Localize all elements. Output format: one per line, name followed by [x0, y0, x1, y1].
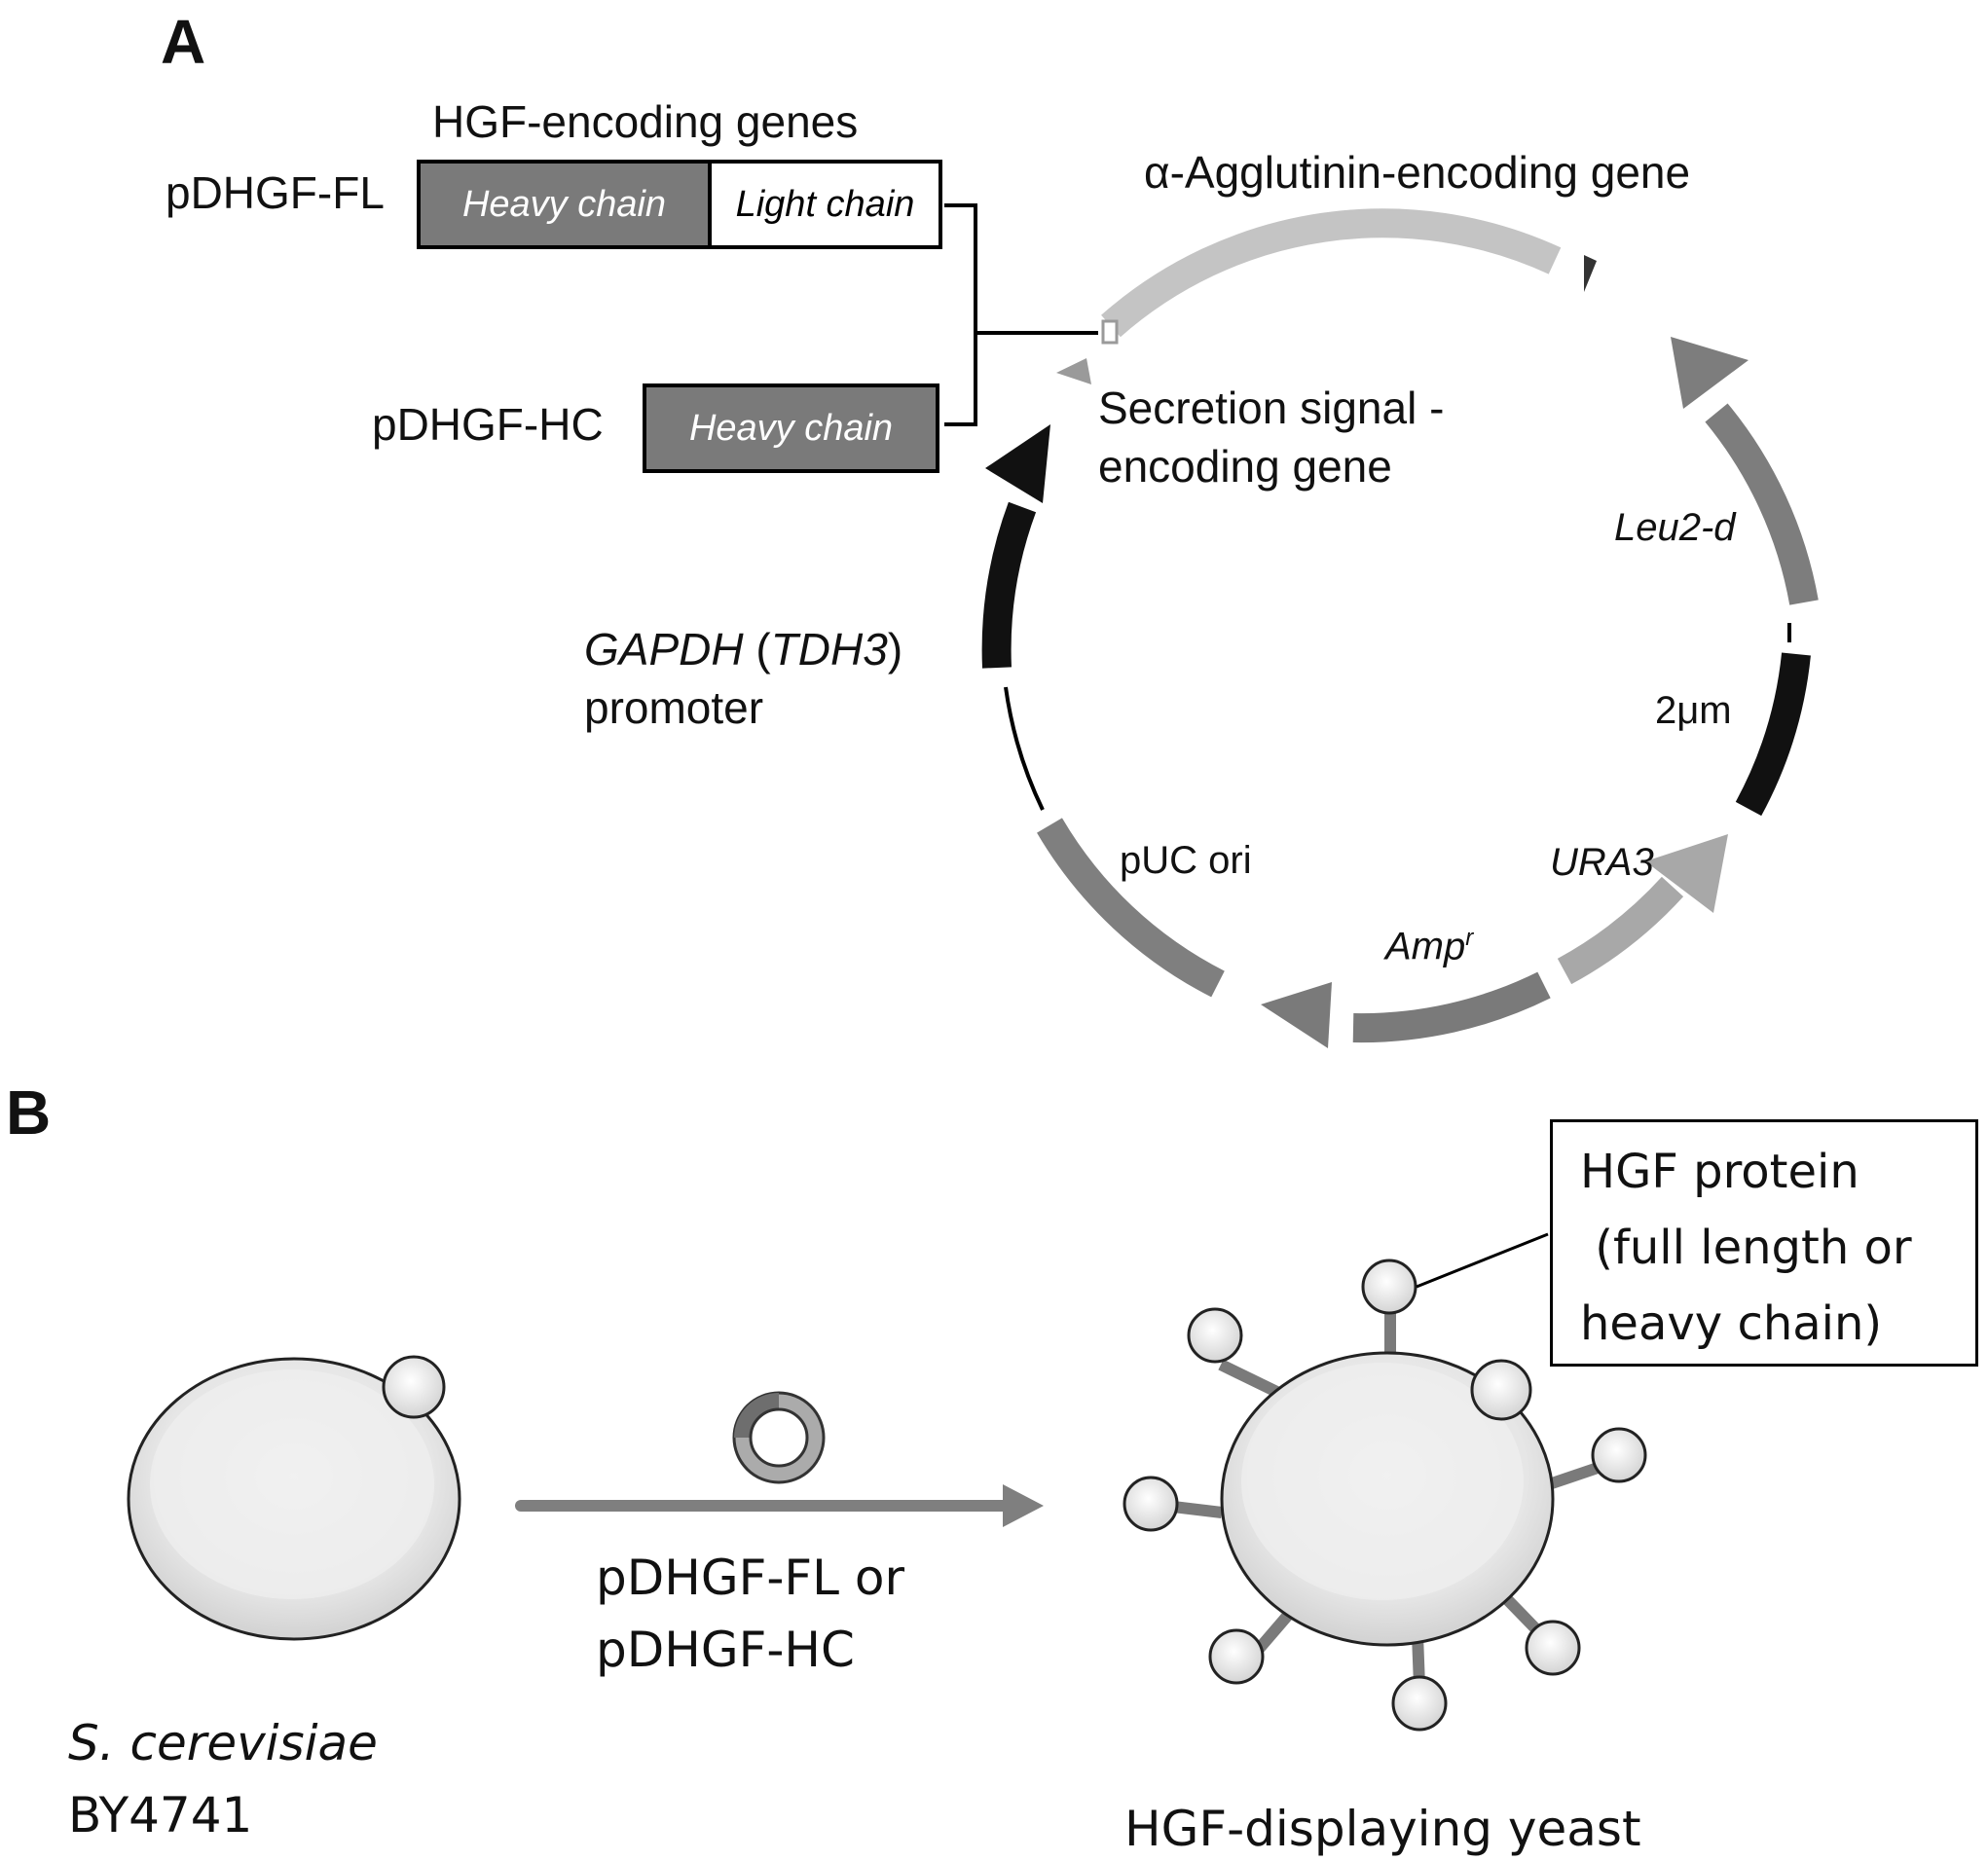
- agglutinin-label: α-Agglutinin-encoding gene: [1144, 147, 1691, 198]
- result-label: HGF-displaying yeast: [1124, 1801, 1641, 1857]
- secretion-label-line2: encoding gene: [1098, 441, 1392, 492]
- ura3-label: URA3: [1550, 841, 1654, 884]
- two-micron-segment: [1735, 652, 1811, 817]
- panel-a-label: A: [161, 7, 206, 77]
- callout-line1: HGF protein: [1580, 1145, 1859, 1199]
- puc-segment: [1037, 818, 1225, 998]
- strain-name: BY4741: [68, 1787, 253, 1843]
- construct-fl-name: pDHGF-FL: [166, 167, 385, 218]
- two-micron-label: 2μm: [1655, 689, 1732, 732]
- panel-b-label: B: [6, 1077, 52, 1148]
- callout-line2: (full length or: [1580, 1221, 1912, 1275]
- amp-label: Ampr: [1385, 925, 1473, 968]
- display-yeast: [1123, 1232, 1647, 1732]
- amp-superscript: r: [1465, 925, 1474, 951]
- agglutinin-end-mark: [1584, 255, 1597, 292]
- leu2d-arrowhead: [1671, 337, 1749, 409]
- transformation-arrow: [515, 1484, 1044, 1527]
- agglutinin-segment: [1101, 208, 1562, 338]
- promoter-name-label: GAPDH (TDH3): [584, 623, 902, 675]
- construct-fl-box: Heavy chain Light chain: [417, 160, 942, 249]
- tdh3-open: (: [743, 624, 771, 675]
- amp-text: Amp: [1385, 925, 1466, 968]
- callout-line3: heavy chain): [1580, 1296, 1883, 1351]
- amp-arrowhead: [1261, 982, 1332, 1048]
- gapdh-text: GAPDH: [584, 624, 744, 675]
- strain-species: S. cerevisiae: [68, 1715, 378, 1771]
- parent-yeast-cell: [127, 1355, 461, 1641]
- construct-hc-box: Heavy chain: [643, 383, 939, 473]
- secretion-label-line1: Secretion signal -: [1098, 383, 1445, 433]
- hgf-protein-callout: HGF protein (full length or heavy chain): [1550, 1119, 1978, 1367]
- plasmid-backbone: [1004, 686, 1045, 811]
- amp-segment: [1352, 971, 1551, 1043]
- tdh3-close: ): [887, 624, 903, 675]
- hc-heavy-chain: Heavy chain: [646, 387, 936, 469]
- plasmid-map: [981, 208, 1819, 1048]
- construct-hc-name: pDHGF-HC: [372, 399, 604, 450]
- promoter-label: promoter: [584, 682, 764, 733]
- gapdh-segment: [981, 501, 1037, 669]
- fl-heavy-chain: Heavy chain: [421, 164, 708, 245]
- ura3-arrowhead: [1645, 834, 1728, 913]
- puc-label: pUC ori: [1120, 839, 1252, 882]
- leu2d-segment: [1705, 403, 1819, 605]
- hgf-genes-title: HGF-encoding genes: [432, 96, 859, 147]
- leu2d-label: Leu2-d: [1614, 506, 1736, 549]
- plasmid-icon: [732, 1391, 826, 1484]
- fl-light-chain: Light chain: [708, 164, 939, 245]
- gapdh-arrowhead: [985, 424, 1050, 503]
- transform-label-line1: pDHGF-FL or: [596, 1550, 905, 1606]
- secretion-arrow: [1056, 358, 1091, 384]
- tdh3-text: TDH3: [770, 624, 888, 675]
- transform-label-line2: pDHGF-HC: [596, 1622, 855, 1678]
- ura3-segment: [1557, 876, 1684, 985]
- construct-bracket: [944, 203, 1098, 426]
